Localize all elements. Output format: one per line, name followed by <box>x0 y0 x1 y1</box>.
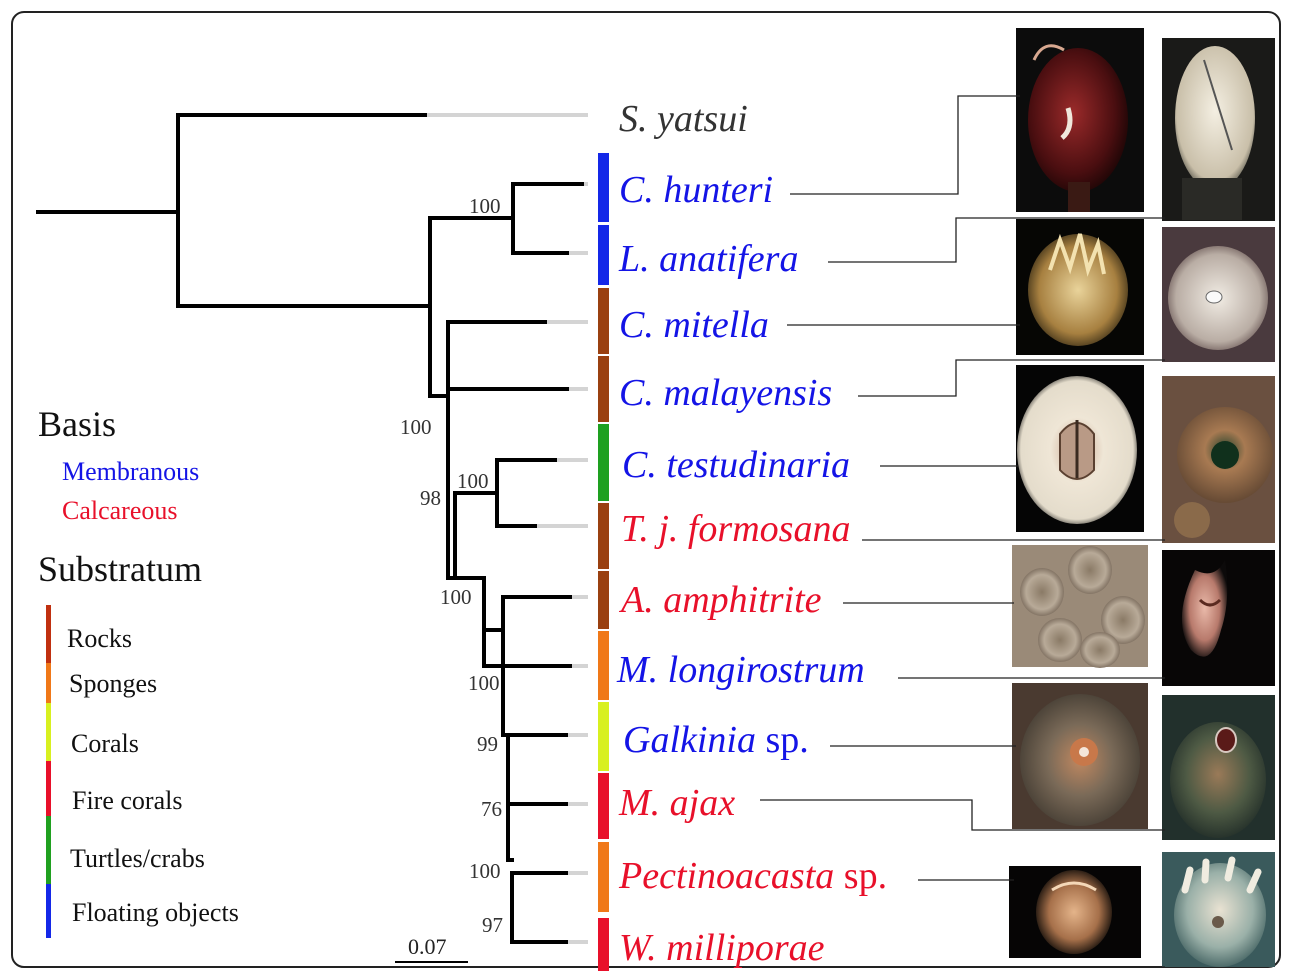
m-longirostrum-photo <box>1162 550 1275 686</box>
sub-bar-l-anatifera <box>598 225 609 285</box>
support-value: 97 <box>482 913 503 937</box>
taxon-label-l-anatifera: L. anatifera <box>618 238 798 280</box>
legend-substratum-title: Substratum <box>38 548 202 590</box>
scale-bar: 0.07 <box>395 934 468 962</box>
sub-bar-galkinia <box>598 702 609 771</box>
l-anatifera-photo <box>1162 38 1275 221</box>
support-value: 100 <box>457 469 489 493</box>
sub-bar-a-amphitrite <box>598 571 609 629</box>
sub-bar-t-j-formosana <box>598 503 609 569</box>
sub-bar-c-malayensis <box>598 356 609 422</box>
sub-bar-m-ajax <box>598 773 609 839</box>
support-value: 76 <box>481 797 502 821</box>
m-ajax-photo <box>1162 695 1275 840</box>
taxon-label-c-malayensis: C. malayensis <box>619 372 832 414</box>
taxon-label-a-amphitrite: A. amphitrite <box>618 579 822 621</box>
c-malayensis-photo <box>1162 227 1275 362</box>
legend-swatch-fire-corals <box>46 761 51 816</box>
legend-substratum-turtles-crabs: Turtles/crabs <box>70 844 205 874</box>
taxon-label-pectinoacasta: Pectinoacasta sp. <box>618 855 887 897</box>
galkinia-photo <box>1012 683 1148 829</box>
support-value: 100 <box>469 194 501 218</box>
legend-basis-title: Basis <box>38 403 116 445</box>
sub-bar-w-milliporae <box>598 918 609 971</box>
taxon-label-m-ajax: M. ajax <box>618 782 735 824</box>
taxon-label-c-hunteri: C. hunteri <box>619 169 773 211</box>
w-milliporae-photo <box>1162 852 1275 967</box>
support-value: 100 <box>440 585 472 609</box>
legend-basis-calcareous: Calcareous <box>62 496 178 526</box>
sub-bar-c-hunteri <box>598 153 609 222</box>
legend-swatch-turtles-crabs <box>46 816 51 884</box>
sub-bar-c-mitella <box>598 288 609 354</box>
legend-basis-membranous: Membranous <box>62 457 199 487</box>
legend-substratum-rocks: Rocks <box>67 624 132 654</box>
taxon-labels: S. yatsui C. hunteri L. anatifera C. mit… <box>616 98 887 969</box>
c-hunteri-photo <box>1016 28 1144 212</box>
c-testudinaria-photo <box>1016 365 1144 532</box>
taxon-label-c-testudinaria: C. testudinaria <box>622 444 850 486</box>
taxon-label-m-longirostrum: M. longirostrum <box>616 649 865 691</box>
legend-substratum-sponges: Sponges <box>69 669 157 699</box>
legend-swatch-floating-objects <box>46 884 51 938</box>
taxon-label-s-yatsui: S. yatsui <box>619 98 748 140</box>
legend-substratum-fire-corals: Fire corals <box>72 786 182 816</box>
support-value: 100 <box>468 671 500 695</box>
support-value: 100 <box>400 415 432 439</box>
support-value: 98 <box>420 486 441 510</box>
taxon-label-galkinia: Galkinia sp. <box>623 719 809 761</box>
sub-bar-c-testudinaria <box>598 424 609 501</box>
a-amphitrite-photo <box>1012 545 1148 668</box>
sub-bar-m-longirostrum <box>598 631 609 700</box>
taxon-label-w-milliporae: W. milliporae <box>619 927 825 969</box>
pectinoacasta-photo <box>1009 866 1141 958</box>
t-j-formosana-photo <box>1162 376 1275 543</box>
support-value: 100 <box>469 859 501 883</box>
photo-panels <box>1009 28 1275 967</box>
sub-bar-pectinoacasta <box>598 842 609 912</box>
legend-swatch-rocks <box>46 605 51 663</box>
legend-substratum-floating-objects: Floating objects <box>72 898 239 928</box>
legend-swatch-corals <box>46 703 51 761</box>
legend-substratum-corals: Corals <box>71 729 139 759</box>
substratum-bars <box>598 153 609 971</box>
taxon-label-t-j-formosana: T. j. formosana <box>621 508 850 550</box>
scale-bar-label: 0.07 <box>408 934 447 959</box>
c-mitella-photo <box>1016 219 1144 355</box>
legend-swatch-sponges <box>46 663 51 703</box>
support-value: 99 <box>477 732 498 756</box>
taxon-label-c-mitella: C. mitella <box>619 304 769 346</box>
